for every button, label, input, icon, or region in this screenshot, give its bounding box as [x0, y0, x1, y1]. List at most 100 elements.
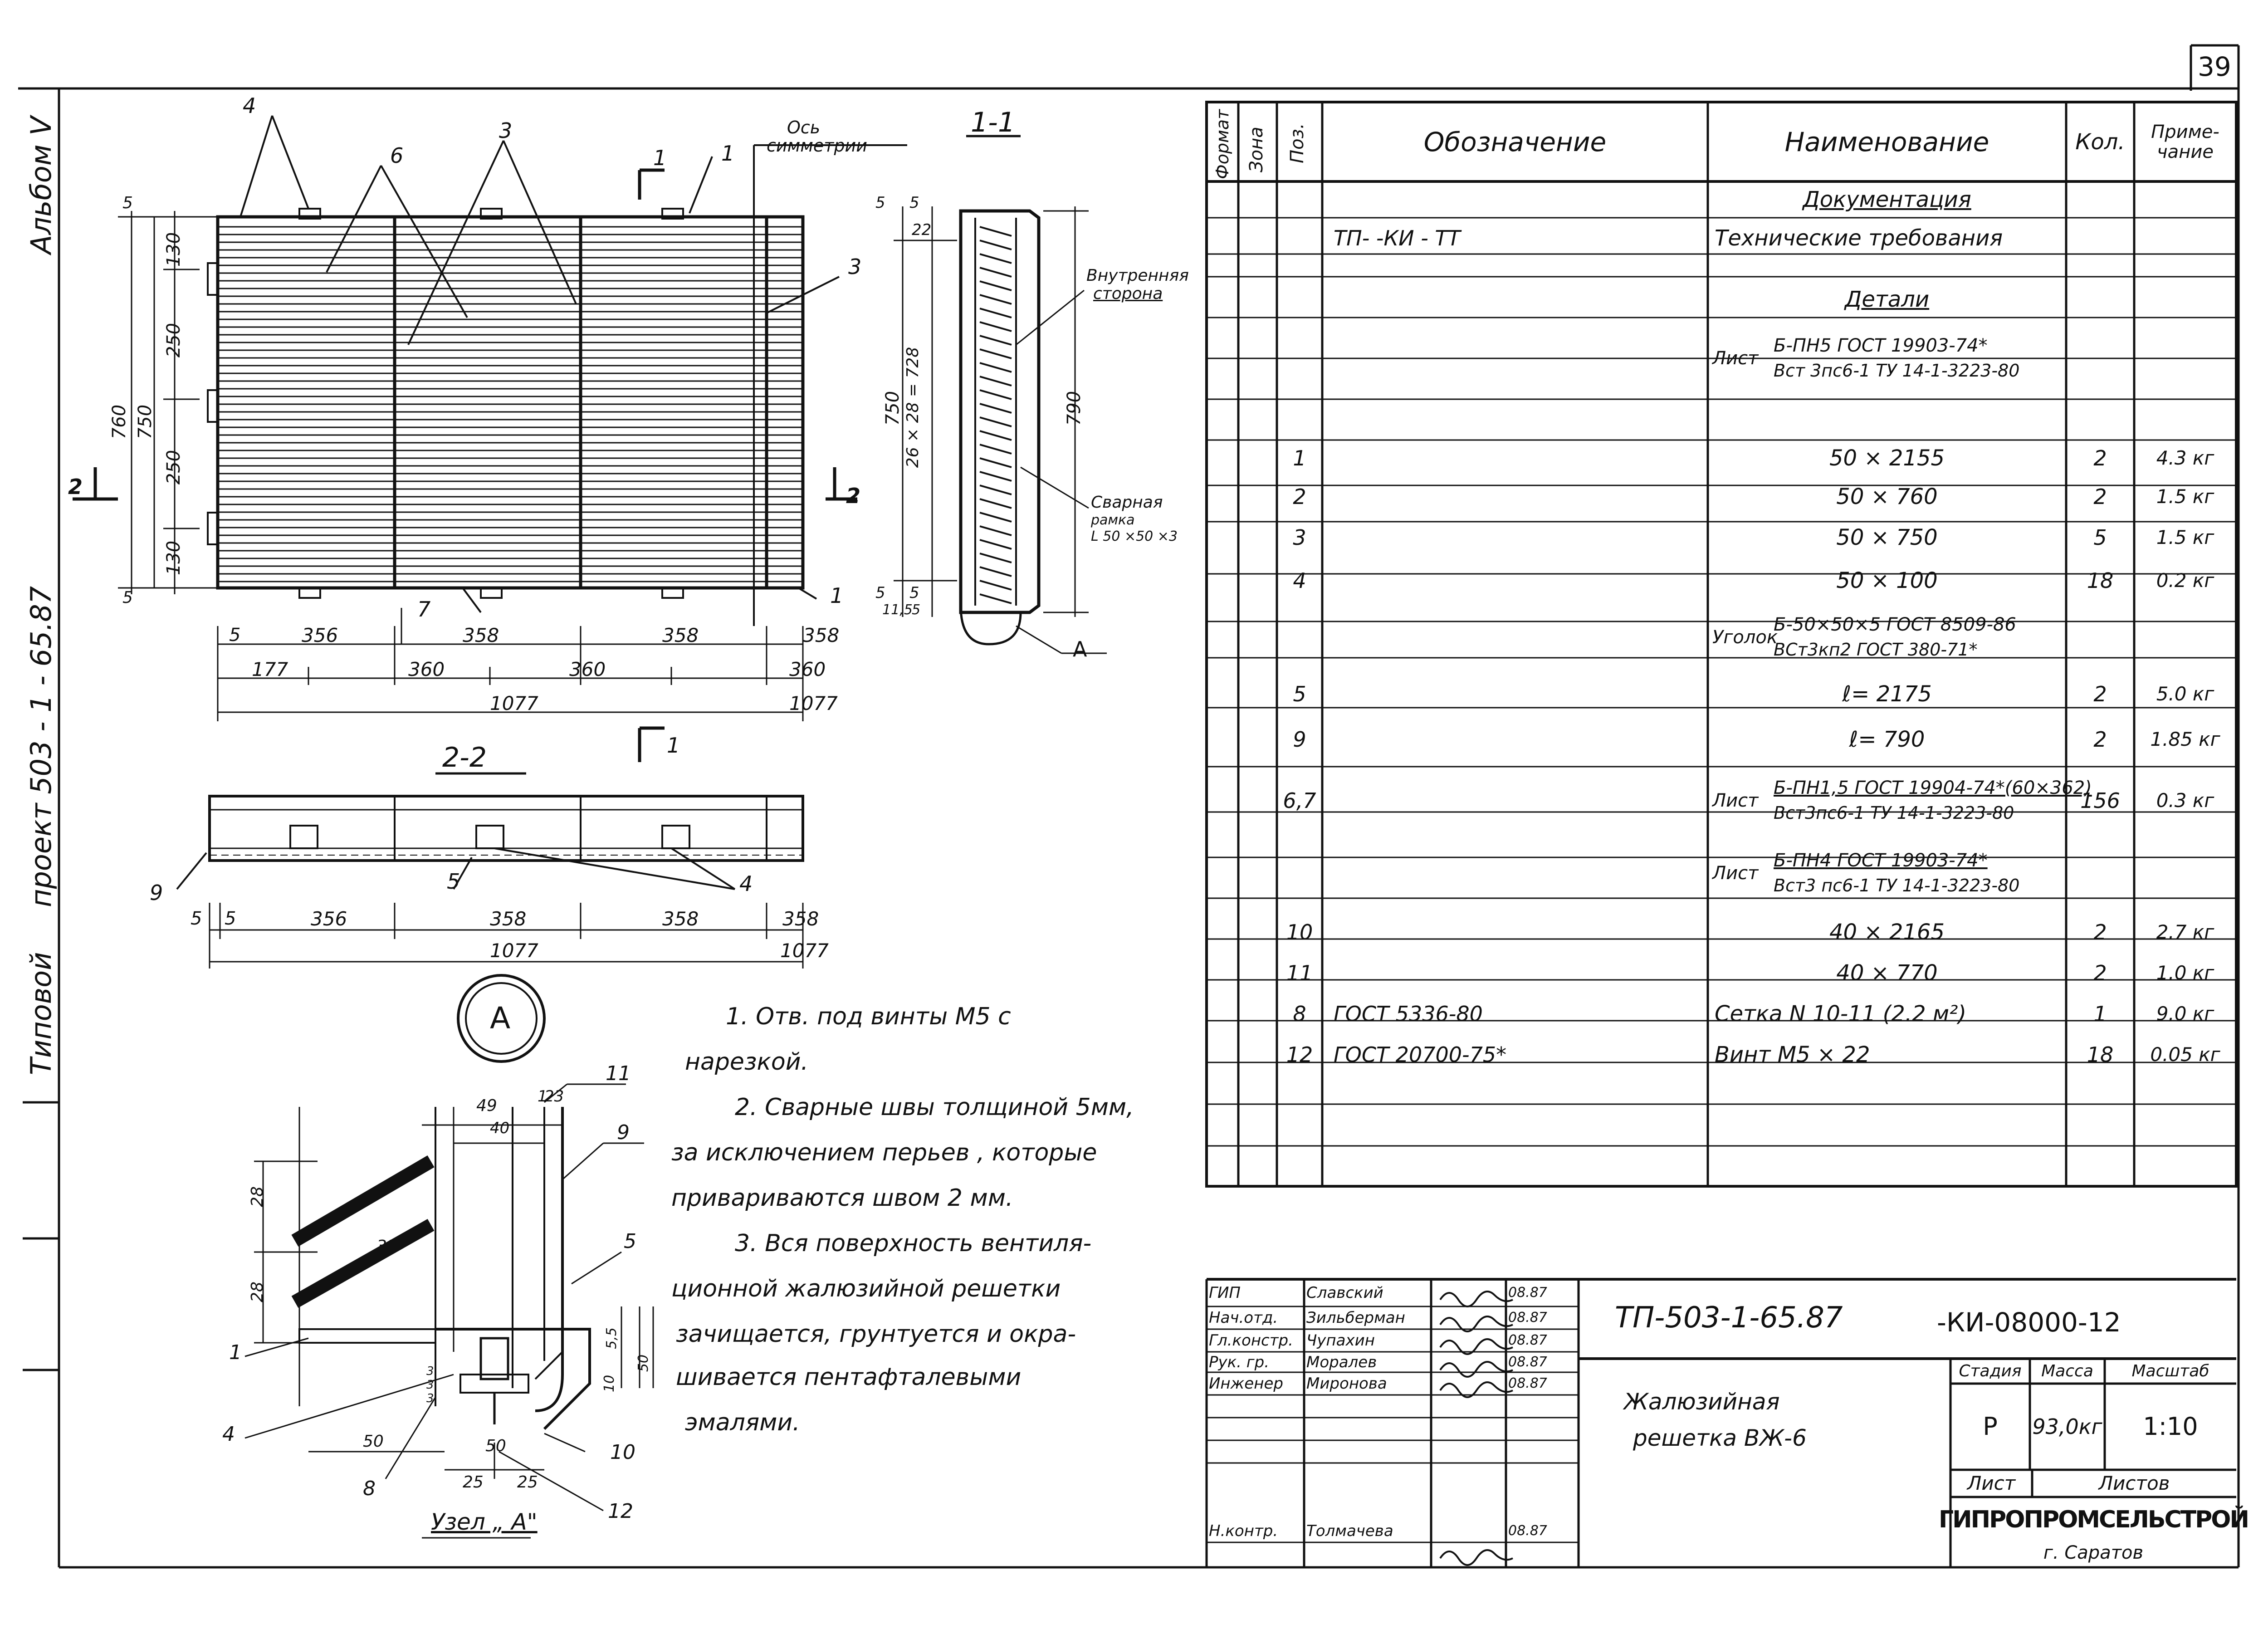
marker-1-bottom: 1: [667, 733, 680, 758]
node-dim-10: 10: [601, 1375, 618, 1393]
section-blade: [979, 253, 1012, 264]
spec-grid: [1205, 101, 2238, 1188]
s22-dim-358a: 358: [490, 908, 527, 930]
spec-name: Винт М5 × 22: [1715, 1042, 1870, 1067]
title-name: Чупахин: [1306, 1331, 1375, 1350]
hdr-qty: Кол.: [2075, 129, 2125, 155]
spec-name: Документация: [1803, 187, 1971, 212]
spec-pos: 3: [1293, 525, 1306, 550]
spec-designation: [1334, 318, 1706, 399]
section-blade: [979, 294, 1012, 305]
node-dim-3c: 3: [426, 1392, 434, 1405]
section-blade: [979, 280, 1012, 291]
spec-qty: 18: [2087, 1042, 2114, 1067]
node-circle-letter: A: [490, 1001, 511, 1036]
spec-note: 1.5 кг: [2156, 485, 2214, 508]
spec-qty: [2066, 839, 2134, 907]
node-callout-5: 5: [624, 1230, 636, 1253]
spec-designation: ГОСТ 5336-80: [1334, 1002, 1483, 1026]
spec-pos: 11: [1286, 961, 1313, 985]
item-name-2: решетка ВЖ-6: [1633, 1425, 1807, 1451]
section-blade: [979, 335, 1012, 346]
dim-760: 760: [109, 404, 130, 440]
spec-note: 2.7 кг: [2156, 921, 2214, 943]
section-blade: [979, 580, 1012, 591]
side-project-label: проект 503 - 1 - 65.87: [24, 586, 58, 907]
spec-pos: [1277, 318, 1322, 399]
spec-designation: [1334, 953, 1706, 993]
node-callout-9: 9: [617, 1121, 630, 1144]
spec-name-line1: Б-50×50×5 ГОСТ 8509-86: [1774, 614, 2016, 635]
org-city: г. Саратов: [2043, 1542, 2144, 1563]
spec-note: [2134, 318, 2236, 399]
spec-qty: 2: [2093, 920, 2107, 944]
spec-note: [2134, 218, 2236, 259]
section-blade: [979, 321, 1012, 332]
spec-note: 9.0 кг: [2156, 1003, 2214, 1025]
spec-pos: [1277, 603, 1322, 671]
spec-pos: 6,7: [1283, 788, 1316, 813]
section-blade: [979, 444, 1012, 455]
callout-3b: 3: [848, 254, 862, 279]
callout-4: 4: [243, 93, 256, 118]
side-typical-label: Типовой: [24, 952, 58, 1075]
section-blade: [979, 525, 1012, 536]
scale-value: 1:10: [2143, 1412, 2198, 1441]
spec-name-line2: ВСт3кп2 ГОСТ 380-71*: [1774, 640, 1978, 660]
s22-dim-5b: 5: [225, 908, 236, 929]
spec-designation: [1334, 717, 1706, 762]
spec-designation: [1334, 558, 1706, 603]
spec-note: 1.85 кг: [2150, 728, 2220, 750]
s22-dim-358c: 358: [782, 908, 819, 930]
spec-qty: 1: [2093, 1002, 2107, 1026]
node-dim-28b: 28: [248, 1282, 267, 1302]
node-dim-40: 40: [490, 1119, 510, 1137]
spec-name-prefix: Лист: [1712, 790, 1759, 811]
section-blade: [979, 362, 1012, 373]
spec-note: [2134, 181, 2236, 218]
title-name: [1306, 1418, 1429, 1440]
doc-code: ТП-503-1-65.87: [1615, 1301, 1843, 1335]
marker-1-top: 1: [653, 146, 667, 170]
s22-total-b: 1077: [780, 939, 829, 962]
s11-dim-790: 790: [1064, 391, 1085, 426]
title-role: Н.контр.: [1209, 1522, 1278, 1540]
note-line: ционной жалюзийной решетки: [671, 1275, 1061, 1302]
section-1-1-title: 1-1: [971, 107, 1015, 138]
title-name: [1306, 1395, 1429, 1418]
spec-pos: 10: [1286, 920, 1313, 944]
section-blade: [979, 226, 1012, 237]
s22-callout-5: 5: [447, 869, 460, 894]
spec-designation: [1334, 440, 1706, 476]
note-line: 1. Отв. под винты М5 с: [726, 1003, 1011, 1030]
spec-qty: [2066, 318, 2134, 399]
s22-dim-356: 356: [311, 908, 347, 930]
spec-name-prefix: Лист: [1712, 348, 1759, 369]
spec-qty: 18: [2087, 568, 2114, 593]
spec-qty: [2066, 181, 2134, 218]
s11-dim-728: 26 × 28 = 728: [904, 347, 923, 468]
spec-designation: [1334, 912, 1706, 953]
spec-name: ℓ= 790: [1849, 727, 1925, 752]
title-date: 08.87: [1508, 1354, 1547, 1370]
spec-qty: [2066, 259, 2134, 277]
s11-dim-750: 750: [882, 391, 904, 426]
sheets-label: Листов: [2098, 1472, 2170, 1494]
title-date: 08.87: [1508, 1332, 1547, 1348]
node-dim-49: 49: [476, 1096, 497, 1115]
note-line: шивается пентафталевыми: [676, 1364, 1022, 1391]
node-dim-3a: 3: [426, 1365, 434, 1378]
node-callout-12: 12: [608, 1500, 633, 1523]
hdr-name: Наименование: [1784, 126, 1989, 157]
node-dim-50a: 50: [363, 1432, 384, 1451]
spec-qty: 2: [2093, 446, 2107, 470]
title-date: 08.87: [1508, 1375, 1547, 1391]
marker-2-right: 2: [846, 484, 861, 508]
spec-name: 40 × 2165: [1829, 920, 1945, 945]
spec-designation: ТП- -КИ - ТТ: [1334, 226, 1461, 250]
node-dim-50b: 50: [485, 1437, 506, 1455]
spec-note: 5.0 кг: [2156, 683, 2214, 705]
section-blade: [979, 566, 1012, 577]
node-dim-3b: 3: [426, 1378, 434, 1392]
